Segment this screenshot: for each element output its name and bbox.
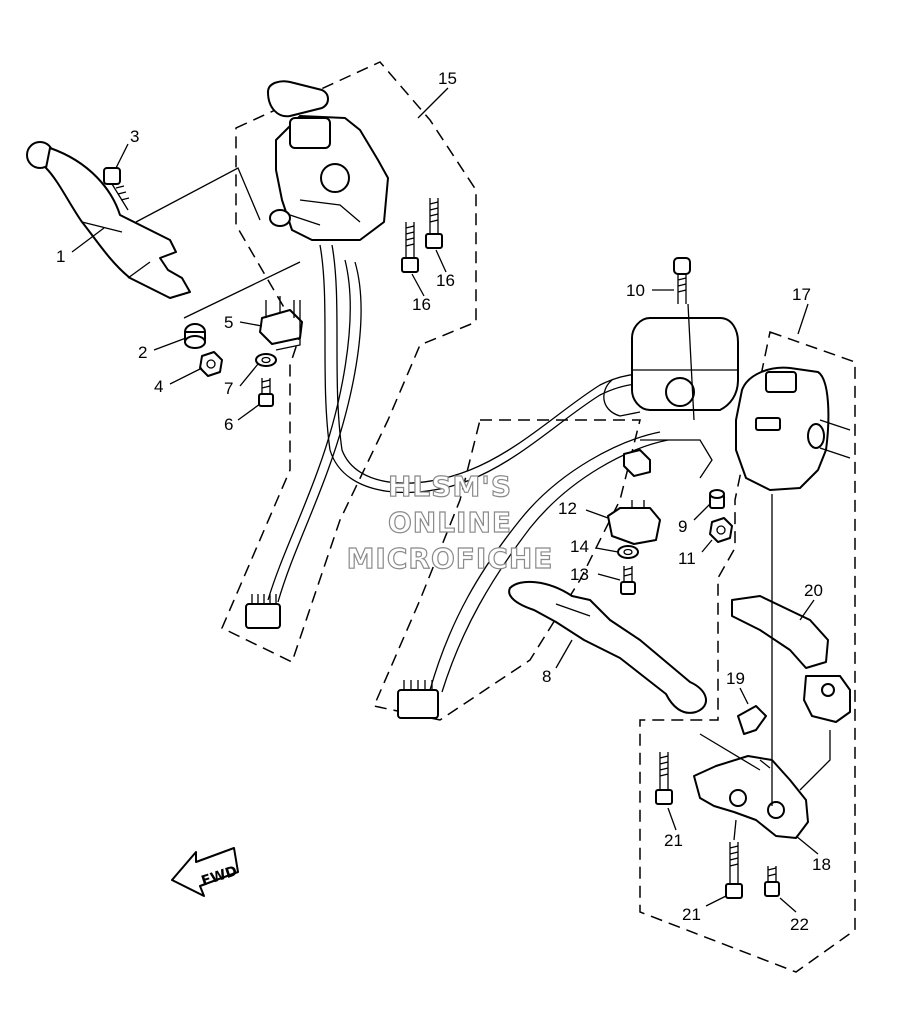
callout-12: 12: [558, 499, 577, 518]
lever-20-icon: [731, 595, 851, 723]
callout-14: 14: [570, 537, 589, 556]
callout-18: 18: [812, 855, 831, 874]
callout-20: 20: [804, 581, 823, 600]
callout-2: 2: [138, 343, 147, 362]
callout-1: 1: [56, 247, 65, 266]
bolt-3-icon: [103, 167, 130, 211]
bolt-21b-icon: [725, 842, 743, 899]
screw-22-icon: [764, 866, 780, 897]
brake-lever-icon: [508, 580, 707, 714]
washer-7-icon: [255, 353, 277, 367]
group-15-outline: [221, 61, 477, 664]
bolt-16a-icon: [401, 222, 419, 273]
master-cylinder-icon: [603, 317, 739, 417]
callout-16b: 16: [436, 271, 455, 290]
bushing-19-icon: [737, 705, 767, 735]
callout-7: 7: [224, 379, 233, 398]
callout-labels: 1 2 3 4 5 6 7 8 9 10 11 12 13 14 15 16 1…: [56, 69, 831, 934]
callout-19: 19: [726, 669, 745, 688]
left-switch-housing-icon: [267, 80, 389, 241]
callout-9: 9: [678, 517, 687, 536]
watermark-line-3: MICROFICHE: [347, 542, 554, 575]
group-17-outline: [639, 331, 856, 973]
watermark-line-1: HLSM'S: [388, 470, 512, 503]
callout-22: 22: [790, 915, 809, 934]
callout-11: 11: [678, 549, 696, 568]
clutch-lever-icon: [26, 141, 191, 299]
callout-16a: 16: [412, 295, 431, 314]
callout-21b: 21: [682, 905, 701, 924]
bolt-16b-icon: [425, 198, 443, 249]
callout-4: 4: [154, 377, 163, 396]
watermark-line-2: ONLINE: [388, 506, 512, 539]
left-connector-wire: [267, 259, 351, 601]
left-switch-harness: [319, 244, 681, 494]
switch-wire-plug-icon: [623, 449, 651, 477]
callout-10: 10: [626, 281, 645, 300]
screw-6-icon: [258, 378, 274, 407]
callout-15: 15: [438, 69, 457, 88]
switch-12-icon: [607, 500, 661, 545]
left-connector-icon: [245, 594, 281, 629]
right-switch-harness: [429, 431, 661, 691]
callout-5: 5: [224, 313, 233, 332]
collar-9-icon: [709, 489, 725, 509]
bracket-18-icon: [693, 755, 809, 839]
washer-14-icon: [617, 545, 639, 559]
right-connector-icon: [397, 680, 439, 719]
callout-21a: 21: [664, 831, 683, 850]
screw-13-icon: [620, 566, 636, 595]
watermark: HLSM'S ONLINE MICROFICHE: [346, 469, 554, 575]
bolt-21a-icon: [655, 752, 673, 805]
callout-8: 8: [542, 667, 551, 686]
fwd-arrow-icon: FWD: [171, 847, 239, 897]
nut-11-icon: [709, 517, 733, 543]
callout-13: 13: [570, 565, 589, 584]
right-switch-housing-icon: [735, 366, 851, 491]
bolt-10-icon: [673, 257, 691, 304]
callout-3: 3: [130, 127, 139, 146]
callout-17: 17: [792, 285, 811, 304]
nut-4-icon: [199, 351, 223, 377]
collar-2-icon: [184, 323, 206, 349]
callout-6: 6: [224, 415, 233, 434]
